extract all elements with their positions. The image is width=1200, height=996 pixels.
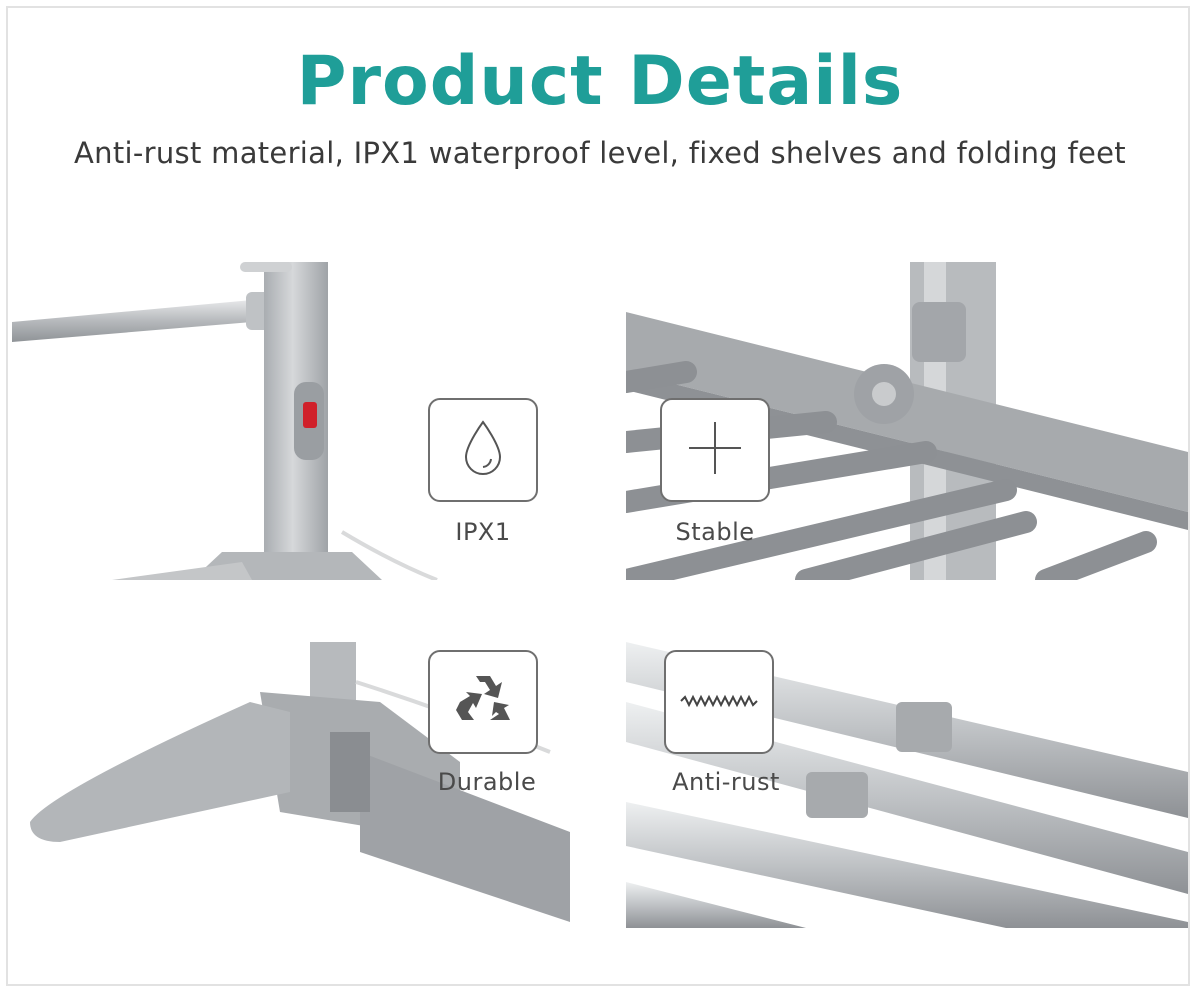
plus-icon [685, 418, 745, 482]
feature-label-ipx1: IPX1 [455, 518, 511, 546]
feature-label-stable: Stable [675, 518, 755, 546]
page-subtitle: Anti-rust material, IPX1 waterproof leve… [74, 136, 1126, 170]
page-title: Product Details [296, 42, 904, 121]
feature-badge-ipx1 [428, 398, 538, 502]
water-drop-icon [461, 419, 505, 481]
feature-label-anti-rust: Anti-rust [672, 768, 780, 796]
feature-badge-stable [660, 398, 770, 502]
wave-line-icon [679, 693, 759, 712]
feature-badge-anti-rust [664, 650, 774, 754]
feature-badge-durable [428, 650, 538, 754]
feature-label-durable: Durable [437, 768, 537, 796]
photo-switch-pole [12, 262, 440, 580]
recycle-icon [452, 672, 514, 732]
